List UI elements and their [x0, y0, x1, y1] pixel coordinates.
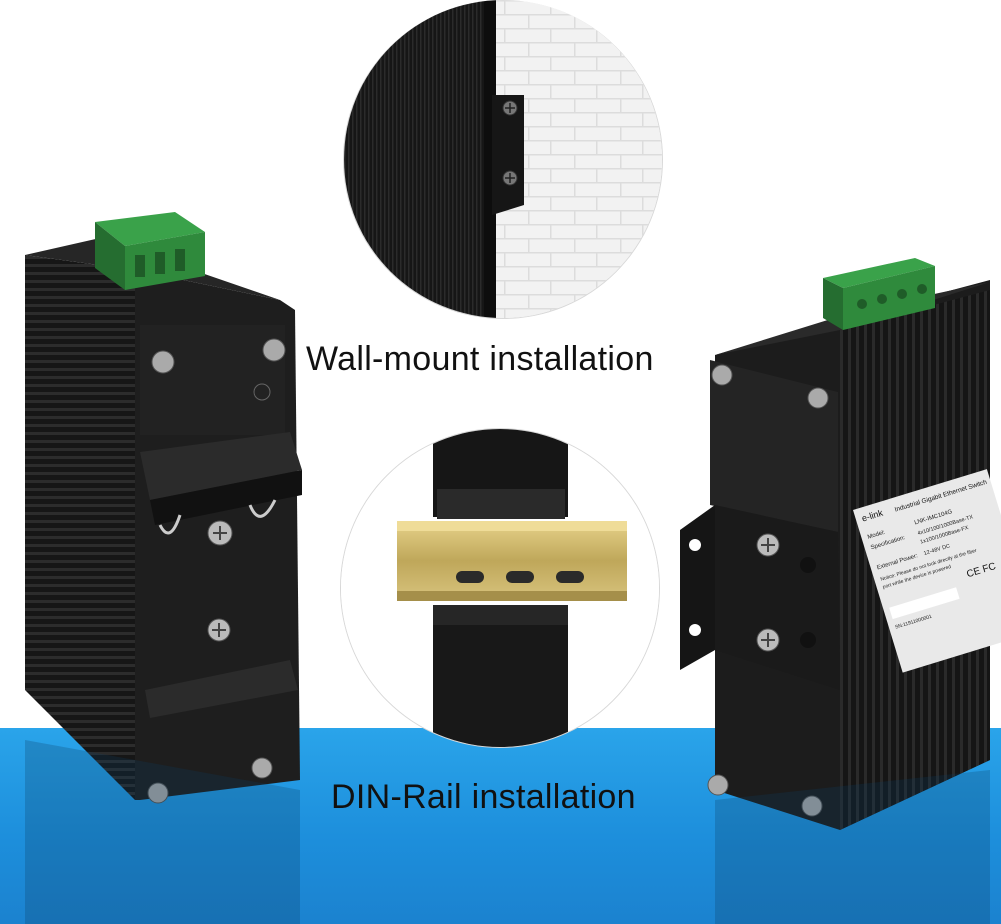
- label-model-key: Model:: [867, 530, 886, 541]
- wall-mount-bracket: [680, 505, 840, 690]
- screw-icon: [147, 338, 286, 804]
- wall-mount-caption: Wall-mount installation: [306, 340, 654, 378]
- barcode: [889, 587, 960, 620]
- product-label: e-link Industrial Gigabit Ethernet Switc…: [853, 469, 1001, 673]
- ground-icon: [253, 383, 271, 401]
- din-rail-clip: [140, 432, 302, 718]
- screw-icon: [707, 364, 829, 817]
- terminal-block: [823, 258, 935, 330]
- right-switch-body: e-link Industrial Gigabit Ethernet Switc…: [680, 258, 1001, 830]
- wall-mount-detail-circle: [343, 0, 663, 319]
- terminal-block: [95, 212, 205, 290]
- floor-reflections: [25, 740, 990, 924]
- left-switch-body: [25, 212, 302, 804]
- din-rail-detail-circle: [340, 428, 660, 748]
- din-rail-caption: DIN-Rail installation: [331, 778, 636, 816]
